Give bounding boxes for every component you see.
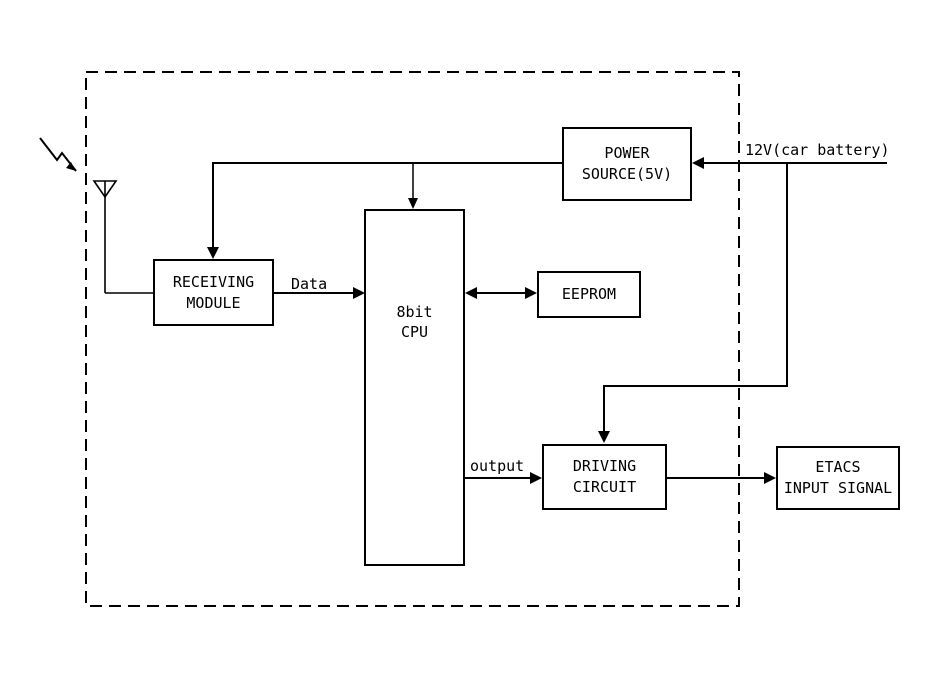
power-to-cpu-arrowhead [408, 198, 418, 209]
battery-to-driving-arrowhead [598, 431, 610, 443]
supply-arrowhead [692, 157, 704, 169]
cpu-line2: CPU [401, 323, 428, 341]
cpu-eeprom-arrowhead-left [465, 287, 477, 299]
eeprom-line1: EEPROM [562, 285, 616, 303]
eeprom-label: EEPROM [562, 284, 616, 305]
power-source-line2: SOURCE(5V) [582, 165, 672, 183]
power-source-block: POWER SOURCE(5V) [562, 127, 692, 201]
data-label: Data [291, 275, 327, 293]
power-source-label: POWER SOURCE(5V) [582, 143, 672, 185]
driving-circuit-line2: CIRCUIT [573, 478, 636, 496]
cpu-eeprom-arrowhead-right [525, 287, 537, 299]
etacs-input-line1: ETACS [815, 458, 860, 476]
driving-circuit-label: DRIVING CIRCUIT [573, 456, 636, 498]
etacs-input-block: ETACS INPUT SIGNAL [776, 446, 900, 510]
power-to-receiver-arrowhead [207, 247, 219, 259]
etacs-input-label: ETACS INPUT SIGNAL [784, 457, 892, 499]
eeprom-block: EEPROM [537, 271, 641, 318]
power-source-line1: POWER [604, 144, 649, 162]
driving-to-etacs-arrowhead [764, 472, 776, 484]
receiving-module-line2: MODULE [186, 294, 240, 312]
etacs-input-line2: INPUT SIGNAL [784, 479, 892, 497]
radio-signal-arrowhead [66, 162, 76, 171]
output-label: output [470, 457, 524, 475]
receiving-module-line1: RECEIVING [173, 273, 254, 291]
receiving-module-block: RECEIVING MODULE [153, 259, 274, 326]
driving-circuit-line1: DRIVING [573, 457, 636, 475]
supply-voltage-label: 12V(car battery) [745, 141, 890, 159]
receiving-module-label: RECEIVING MODULE [173, 272, 254, 314]
output-arrowhead [530, 472, 542, 484]
cpu-line1: 8bit [396, 303, 432, 321]
driving-circuit-block: DRIVING CIRCUIT [542, 444, 667, 510]
